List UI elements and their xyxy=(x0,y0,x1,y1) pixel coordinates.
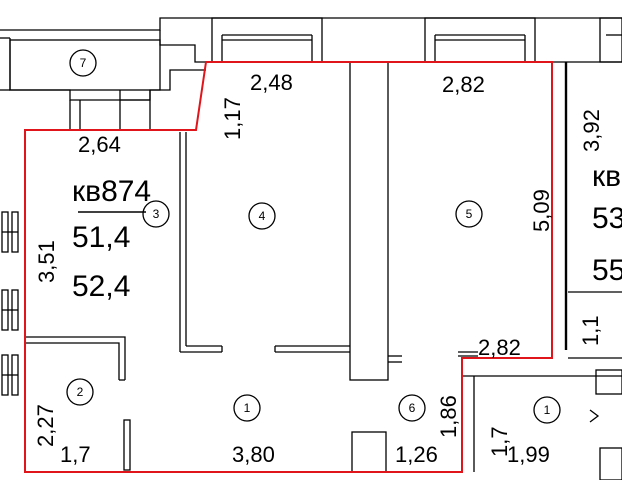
room-markers: 7 3 4 5 2 1 6 1 xyxy=(66,49,561,424)
dim-neighbor-small: 1,1 xyxy=(578,315,603,346)
dim-room5-side: 5,09 xyxy=(529,189,554,232)
dim-room2-side: 2,27 xyxy=(33,404,58,447)
neighbor-area-alt: 55 xyxy=(592,254,622,287)
dim-neighbor-side: 3,92 xyxy=(579,109,604,152)
window-left xyxy=(211,17,323,63)
left-windows xyxy=(1,211,19,396)
dim-room6-side: 1,86 xyxy=(436,395,461,438)
dim-room6-bottom: 1,26 xyxy=(395,442,438,467)
dim-room3-side: 3,51 xyxy=(34,240,59,283)
neighbor-label: кв8 53 55 xyxy=(592,160,622,287)
room-number-1: 1 xyxy=(244,401,251,415)
dimensions-horizontal: 2,48 2,82 2,64 2,82 1,7 3,80 1,26 1,99 xyxy=(60,70,550,467)
window-right xyxy=(424,17,536,63)
balcony xyxy=(9,39,161,130)
room-number-1-stair: 1 xyxy=(544,403,551,417)
room-number-3: 3 xyxy=(153,207,160,221)
dim-room5-bottom: 2,82 xyxy=(478,335,521,360)
dim-stair-side: 1,7 xyxy=(487,426,512,457)
partitions xyxy=(25,61,478,473)
apartment-label: кв874 51,4 52,4 xyxy=(72,175,151,303)
neighbor-number: кв8 xyxy=(592,160,622,193)
room-number-4: 4 xyxy=(259,209,266,223)
dim-hall-bottom: 3,80 xyxy=(232,442,275,467)
room-number-2: 2 xyxy=(77,385,84,399)
room-number-6: 6 xyxy=(409,401,416,415)
dim-room3-top: 2,64 xyxy=(78,132,121,157)
apartment-area-alt: 52,4 xyxy=(72,270,130,303)
window-neighbor xyxy=(599,17,622,63)
apartment-area-total: 51,4 xyxy=(72,221,130,254)
neighbor-area-total: 53 xyxy=(592,202,622,235)
dim-room4-side: 1,17 xyxy=(220,97,245,140)
dimensions-vertical: 1,17 3,51 5,09 3,92 1,1 2,27 1,86 1,7 xyxy=(33,97,604,457)
dim-top-room4: 2,48 xyxy=(250,70,293,95)
dim-top-room5: 2,82 xyxy=(442,72,485,97)
dim-stair-bottom: 1,99 xyxy=(507,442,550,467)
room-number-5: 5 xyxy=(466,207,473,221)
apartment-outline xyxy=(24,61,553,473)
room-number-7: 7 xyxy=(80,56,87,70)
dim-room2-bottom: 1,7 xyxy=(60,442,91,467)
apartment-number: кв874 xyxy=(72,175,151,208)
